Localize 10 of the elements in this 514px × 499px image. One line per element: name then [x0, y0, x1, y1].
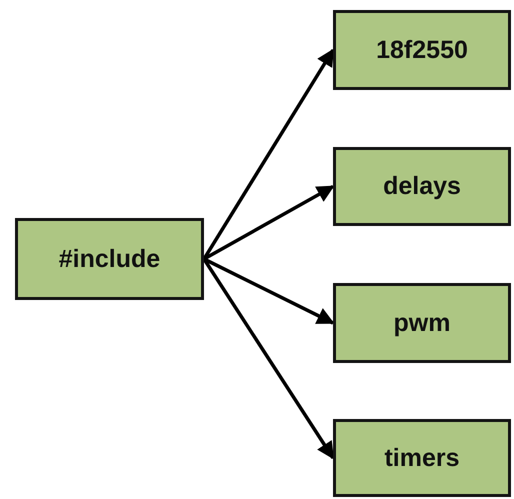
process-box: [333, 10, 511, 90]
box-label: delays: [383, 172, 461, 201]
box-label: pwm: [394, 308, 450, 338]
box-label: 18f2550: [376, 36, 468, 64]
box-label: #include: [58, 244, 160, 274]
process-box: [333, 283, 511, 363]
box-label: timers: [384, 444, 460, 472]
process-box: [333, 419, 511, 497]
process-box: [333, 147, 511, 226]
process-box: [15, 218, 204, 300]
